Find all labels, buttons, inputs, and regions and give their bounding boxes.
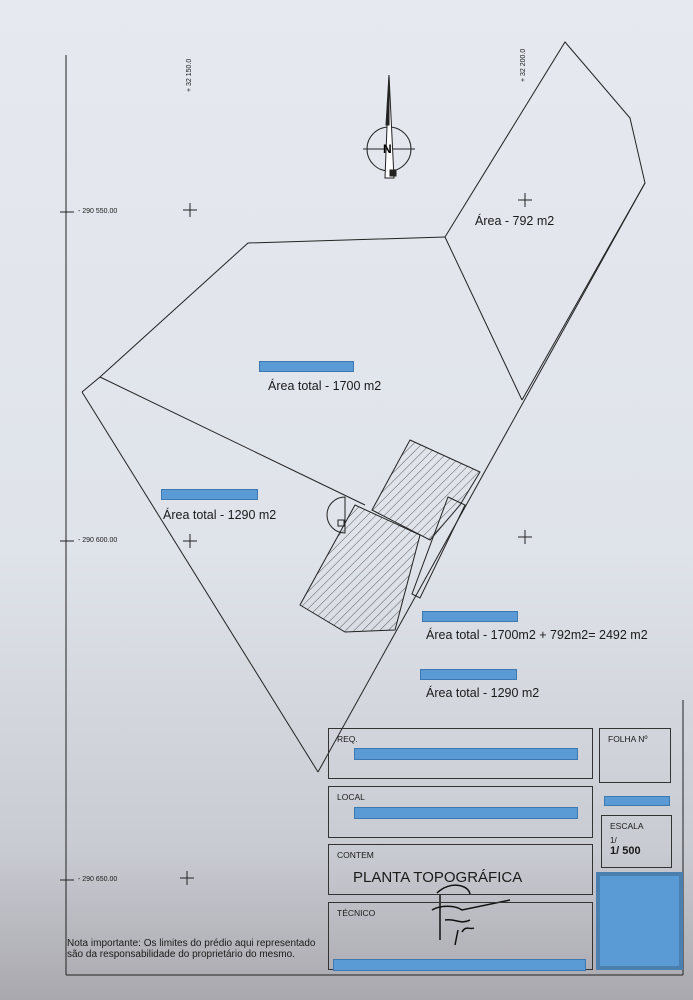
boundary-792 [444, 41, 646, 401]
coord-y3: - 290 650.00 [78, 876, 118, 883]
redaction-stamp [596, 872, 683, 970]
area-label-1290: Área total - 1290 m2 [163, 508, 277, 522]
redaction [604, 796, 670, 806]
redaction [422, 611, 518, 622]
boundary-middle [99, 376, 366, 506]
building-lower [299, 504, 421, 633]
req-label: REQ. [337, 734, 358, 744]
local-box: LOCAL [328, 786, 593, 838]
important-note: Nota importante: Os limites do prédio aq… [67, 938, 316, 960]
grid-crosses [60, 193, 532, 885]
north-arrow-icon [363, 74, 415, 179]
folha-label: FOLHA Nº [608, 734, 648, 744]
boundary-divider [444, 236, 523, 401]
escala-value: 1/ 500 [610, 845, 641, 857]
contem-label: CONTEM [337, 850, 374, 860]
signature [431, 884, 511, 946]
boundary-left [81, 391, 319, 773]
area-label-1700: Área total - 1700 m2 [268, 379, 382, 393]
coord-x2: + 32 200.0 [520, 48, 527, 82]
area-label-1290-b: Área total - 1290 m2 [426, 686, 540, 700]
folha-box: FOLHA Nº [599, 728, 671, 783]
round-structure [326, 496, 346, 534]
local-label: LOCAL [337, 792, 365, 802]
req-box: REQ. [328, 728, 593, 779]
redaction [354, 807, 578, 819]
coord-y1: - 290 550.00 [78, 208, 118, 215]
tecnico-label: TÉCNICO [337, 908, 376, 918]
north-label: N [383, 142, 392, 156]
redaction [161, 489, 258, 500]
area-label-sum: Área total - 1700m2 + 792m2= 2492 m2 [426, 628, 648, 642]
boundary-1700 [81, 236, 446, 393]
contem-box: CONTEM PLANTA TOPOGRÁFICA [328, 844, 593, 895]
redaction [259, 361, 354, 372]
coord-y2: - 290 600.00 [78, 537, 118, 544]
escala-box: ESCALA 1/ 1/ 500 [601, 815, 672, 868]
coord-x1: + 32 150.0 [186, 58, 193, 92]
escala-label: ESCALA [610, 821, 644, 831]
redaction [333, 959, 586, 971]
redaction [354, 748, 578, 760]
boundary-right [317, 182, 646, 773]
contem-value: PLANTA TOPOGRÁFICA [353, 869, 523, 886]
escala-line1: 1/ [610, 836, 617, 845]
redaction [420, 669, 517, 680]
annex [411, 496, 466, 599]
area-label-792: Área - 792 m2 [475, 214, 555, 228]
building-upper [371, 439, 481, 541]
